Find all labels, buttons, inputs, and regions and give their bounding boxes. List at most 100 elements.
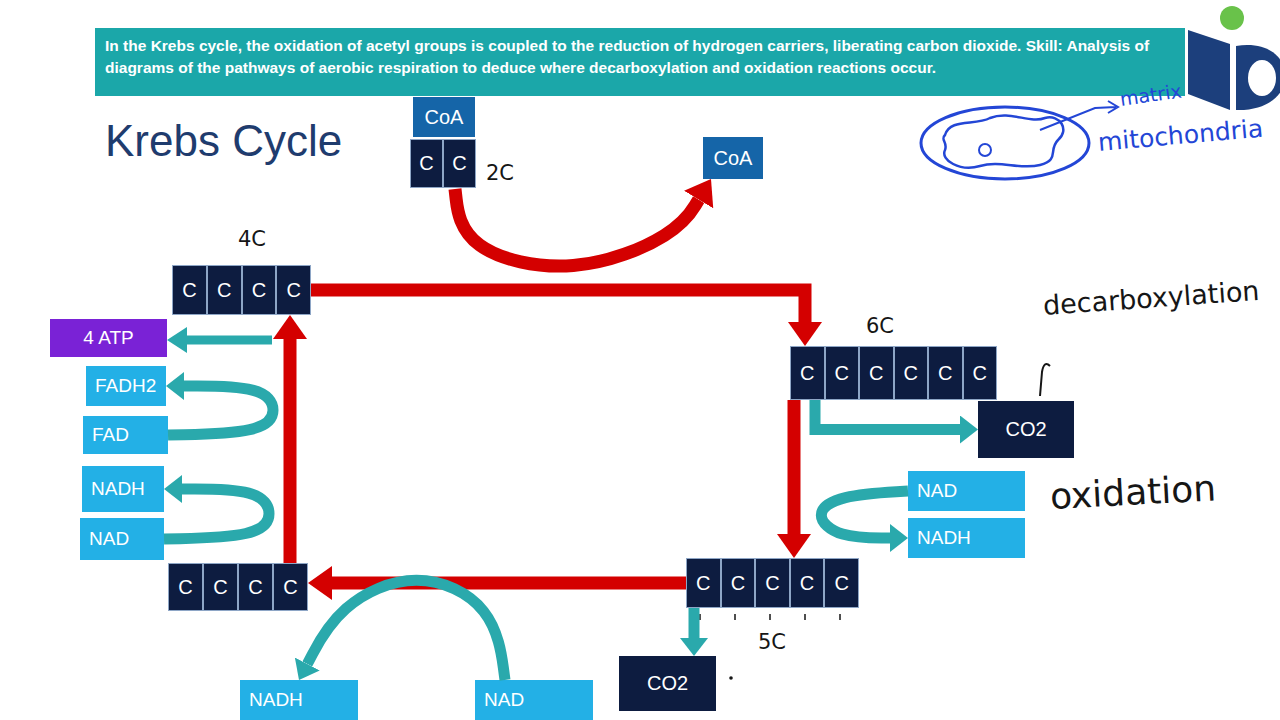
cristae-sketch [943, 115, 1063, 167]
node-label: C [182, 279, 196, 302]
acetyl-group: 2CCoACC [410, 97, 476, 189]
carbon-cell: C [859, 346, 894, 400]
atp-arrow-head [167, 327, 187, 353]
count-ticks [700, 614, 840, 620]
carbon-cell: C [824, 558, 859, 608]
objective-banner: In the Krebs cycle, the oxidation of ace… [95, 28, 1185, 96]
carbon-chain: 6CCCCCCC [790, 346, 997, 400]
node-label: C [765, 572, 779, 595]
carbon-chain: 4CCCCC [172, 265, 311, 315]
cycle-arrow [455, 189, 699, 266]
reaction-arrow [815, 400, 960, 430]
node-label: C [800, 572, 814, 595]
node-label: C [248, 576, 262, 599]
node-label: C [696, 572, 710, 595]
carrier-box: NADH [240, 680, 358, 720]
carrier-box: NAD [80, 518, 164, 560]
node-label: C [283, 576, 297, 599]
carbon-cell: C [168, 563, 203, 611]
carbon-cell: C [790, 558, 825, 608]
mitochondrion-sketch [921, 107, 1089, 179]
page-title: Krebs Cycle [105, 116, 342, 166]
coa-box: CoA [413, 97, 475, 137]
carrier-box: NADH [908, 518, 1025, 558]
node-label: C [835, 362, 849, 385]
node-label: C [731, 572, 745, 595]
node-label: NADH [91, 478, 145, 500]
node-label: C [938, 362, 952, 385]
atp-box: 4 ATP [50, 319, 167, 357]
reaction-arrow [164, 489, 269, 539]
reaction-arrow [821, 491, 908, 538]
logo-arc [1236, 45, 1280, 110]
node-label: C [217, 279, 231, 302]
carbon-cell: C [238, 563, 273, 611]
handwritten-note: oxidation [1049, 467, 1217, 517]
logo-dot [1220, 6, 1244, 30]
node-label: CoA [714, 147, 753, 170]
node-label: NADH [917, 527, 971, 549]
carbon-chain: CCCC [168, 563, 308, 611]
carbon-cell: C [242, 265, 277, 315]
carbon-cell: C [825, 346, 860, 400]
carbon-cell: C [443, 139, 476, 188]
logo-hole [1248, 60, 1276, 96]
node-label: C [869, 362, 883, 385]
carbon-cell: C [207, 265, 242, 315]
node-label: C [973, 362, 987, 385]
carrier-box: NADH [82, 466, 164, 512]
node-label: CO2 [647, 672, 688, 695]
carbon-cell: C [963, 346, 998, 400]
carrier-box: FAD [83, 416, 168, 454]
carbon-count: 2C [486, 161, 514, 185]
carbon-chain: 5CCCCCC [686, 558, 859, 608]
leader-line [1040, 364, 1050, 396]
node-label: C [213, 576, 227, 599]
node-label: NAD [89, 528, 129, 550]
carbon-cell: C [894, 346, 929, 400]
cycle-arrow [788, 400, 801, 534]
carbon-cell: C [273, 563, 308, 611]
cycle-arrow [311, 290, 805, 322]
node-label: FADH2 [95, 375, 156, 397]
node-label: NAD [917, 480, 957, 502]
node-label: C [904, 362, 918, 385]
reaction-arrow [689, 608, 700, 638]
node-label: 4 ATP [83, 327, 133, 349]
carbon-count: 6C [866, 314, 894, 338]
atp-arrow-shaft [186, 336, 272, 345]
carrier-box: NAD [475, 680, 593, 720]
node-label: C [834, 572, 848, 595]
coa-box: CoA [703, 137, 763, 179]
node-label: C [178, 576, 192, 599]
node-label: NADH [249, 689, 303, 711]
carbon-cell: C [721, 558, 756, 608]
node-label: NAD [484, 689, 524, 711]
logo-bar [1188, 30, 1230, 110]
carbon-cell: C [755, 558, 790, 608]
node-label: C [452, 152, 466, 175]
handwritten-note: decarboxylation [1042, 275, 1260, 321]
co2-box: CO2 [978, 401, 1074, 458]
node-label: C [800, 362, 814, 385]
carbon-cell: C [928, 346, 963, 400]
carbon-count: 4C [238, 227, 266, 251]
carbon-cell: C [172, 265, 207, 315]
carbon-cell: C [790, 346, 825, 400]
carbon-cell: C [686, 558, 721, 608]
node-label: CoA [425, 106, 464, 129]
carbon-count: 5C [758, 630, 786, 654]
matrix-dot [979, 144, 991, 156]
pen-dot [729, 676, 733, 680]
node-label: C [419, 152, 433, 175]
node-label: FAD [92, 424, 129, 446]
carrier-box: NAD [908, 471, 1025, 511]
reaction-arrow [307, 580, 505, 680]
carbon-cell: C [203, 563, 238, 611]
co2-box: CO2 [619, 656, 716, 711]
carbon-cell: C [410, 139, 443, 188]
carbon-cell: C [276, 265, 311, 315]
